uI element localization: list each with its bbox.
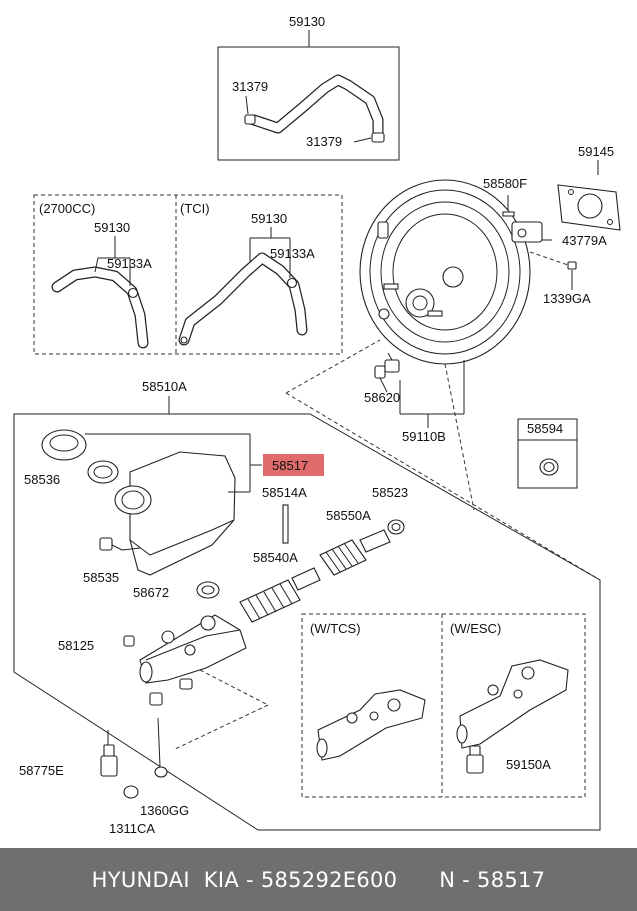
- label-1311ca: 1311CA: [109, 821, 155, 836]
- label-58517: 58517: [272, 458, 308, 473]
- gasket-group: [557, 160, 621, 231]
- label-58580f: 58580F: [483, 176, 527, 191]
- seal-kit-group: [517, 418, 578, 489]
- footer-text: HYUNDAI KIA - 585292E600 N - 58517: [91, 867, 546, 892]
- label-59130-tci: 59130: [251, 211, 287, 226]
- label-58535: 58535: [83, 570, 119, 585]
- label-31379-right: 31379: [306, 134, 342, 149]
- label-2700cc: (2700CC): [39, 201, 95, 216]
- label-58594: 58594: [527, 421, 563, 436]
- label-43779a: 43779A: [562, 233, 607, 248]
- brake-booster-group: [285, 179, 601, 581]
- label-1339ga: 1339GA: [543, 291, 591, 306]
- master-cylinder-group: [13, 396, 601, 831]
- label-w-tcs: (W/TCS): [310, 621, 361, 636]
- highlight-58517: [263, 454, 324, 476]
- label-58775e: 58775E: [19, 763, 64, 778]
- label-31379-left: 31379: [232, 79, 268, 94]
- label-58523: 58523: [372, 485, 408, 500]
- label-58536: 58536: [24, 472, 60, 487]
- label-w-esc: (W/ESC): [450, 621, 501, 636]
- label-59130-top: 59130: [289, 14, 325, 29]
- label-58540a: 58540A: [253, 550, 298, 565]
- label-59133a-tci: 59133A: [270, 246, 315, 261]
- label-58550a: 58550A: [326, 508, 371, 523]
- hose-variants-group: [33, 194, 343, 355]
- label-58510a: 58510A: [142, 379, 187, 394]
- label-59110b: 59110B: [402, 429, 446, 444]
- label-58514a: 58514A: [262, 485, 307, 500]
- label-59133a-2700cc: 59133A: [107, 256, 152, 271]
- label-58620: 58620: [364, 390, 400, 405]
- part-number-footer: HYUNDAI KIA - 585292E600 N - 58517: [0, 848, 637, 911]
- part-labels: 59130 31379 31379 (2700CC) (TCI) 59130 5…: [19, 14, 614, 836]
- label-tci: (TCI): [180, 201, 210, 216]
- label-59130-2700cc: 59130: [94, 220, 130, 235]
- label-1360gg: 1360GG: [140, 803, 189, 818]
- parts-diagram: 59130 31379 31379 (2700CC) (TCI) 59130 5…: [13, 14, 621, 836]
- hose-assembly-group: [217, 30, 400, 161]
- label-59145: 59145: [578, 144, 614, 159]
- label-58125: 58125: [58, 638, 94, 653]
- label-59150a: 59150A: [506, 757, 551, 772]
- label-58672: 58672: [133, 585, 169, 600]
